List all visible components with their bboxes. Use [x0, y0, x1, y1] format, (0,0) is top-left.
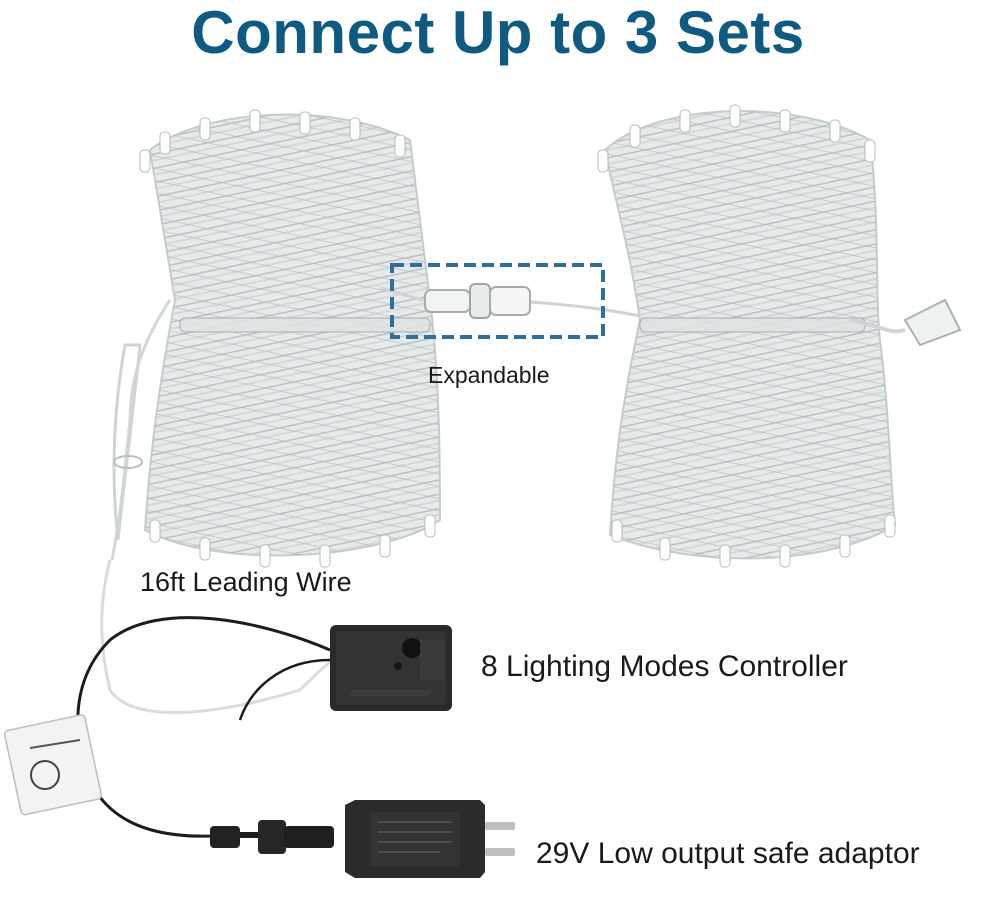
controller-box-icon	[330, 625, 452, 711]
led-string-bundle-right	[597, 104, 962, 568]
plug-prongs-icon	[485, 822, 515, 856]
leading-wire	[100, 299, 331, 714]
power-adaptor-icon	[210, 800, 485, 878]
certification-tag-icon	[3, 714, 103, 816]
led-string-bundle-left	[139, 109, 442, 568]
leading-wire-label: 16ft Leading Wire	[140, 567, 352, 597]
waterproof-connector-icon	[379, 283, 641, 319]
adaptor-label: 29V Low output safe adaptor	[536, 837, 920, 870]
expandable-label: Expandable	[428, 362, 550, 388]
page-title: Connect Up to 3 Sets	[191, 0, 805, 66]
expandable-highlight-box	[390, 263, 605, 339]
controller-label: 8 Lighting Modes Controller	[481, 650, 848, 683]
dark-cable	[76, 616, 331, 838]
